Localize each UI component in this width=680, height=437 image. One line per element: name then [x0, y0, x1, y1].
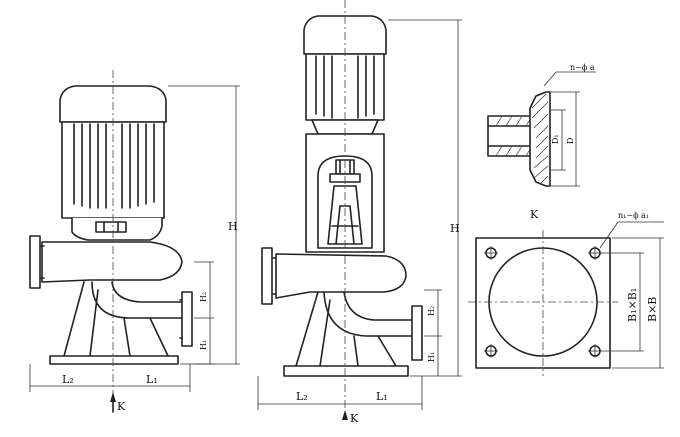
label-BxB: B×B — [646, 297, 659, 322]
left-base-plate — [49, 355, 179, 365]
label-K-middle-arrow: K — [350, 412, 359, 425]
label-H2-left: H₂ — [199, 292, 208, 302]
label-H1-left: H₁ — [199, 340, 208, 350]
label-B1xB1: B₁×B₁ — [626, 288, 639, 322]
left-pump — [29, 70, 240, 413]
middle-base-stand — [295, 291, 397, 367]
label-H-middle: H — [450, 222, 460, 235]
label-L2-left: L₂ — [62, 373, 74, 386]
label-D: D — [566, 138, 575, 144]
label-L2-middle: L₂ — [296, 390, 308, 403]
label-K-left-arrow: K — [117, 400, 126, 413]
label-n1-phi-a1: n₁−ϕ a₁ — [618, 211, 649, 220]
label-H2-middle: H₂ — [427, 306, 436, 316]
left-elbow-pipe — [91, 281, 183, 319]
middle-pump — [257, 0, 462, 420]
middle-motor-fins — [315, 55, 375, 119]
label-H-left: H — [228, 220, 238, 233]
flange-section — [487, 71, 596, 187]
label-L1-middle: L₁ — [376, 390, 388, 403]
label-n-phi-a: n−ϕ a — [570, 63, 595, 72]
middle-inlet-flange — [411, 305, 423, 361]
label-H1-middle: H₁ — [427, 352, 436, 362]
middle-pump-casing — [275, 253, 407, 299]
left-base-stand — [63, 281, 169, 357]
label-K-view: K — [530, 208, 539, 221]
middle-outlet-flange — [261, 247, 273, 305]
left-inlet-flange — [181, 291, 193, 347]
left-bracket — [71, 217, 163, 241]
label-L1-left: L₁ — [146, 373, 158, 386]
left-pump-casing — [41, 241, 183, 283]
left-outlet-flange — [29, 235, 41, 289]
middle-elbow-pipe — [323, 291, 413, 337]
left-motor-fins — [73, 123, 155, 209]
middle-base-plate — [283, 365, 409, 377]
base-plate-view — [468, 221, 664, 376]
label-D1: D₁ — [551, 134, 560, 144]
